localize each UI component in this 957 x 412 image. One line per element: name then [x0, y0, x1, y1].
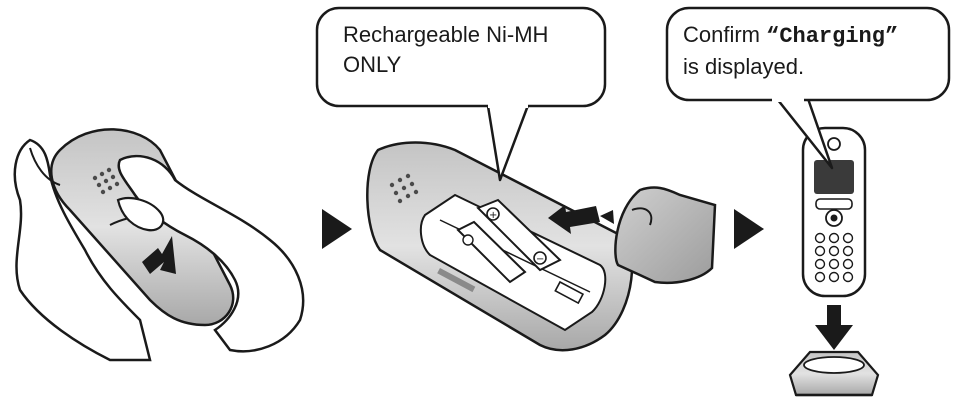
charging-status-text: Charging — [779, 24, 885, 49]
svg-text:+: + — [489, 210, 497, 221]
battery-cover — [614, 186, 717, 285]
callout-confirm-line2: is displayed. — [683, 54, 805, 79]
step-1-remove-cover — [13, 128, 305, 362]
play-arrow-icon — [322, 209, 352, 249]
play-arrow-icon-2 — [734, 209, 764, 249]
callout-confirm-line1: Confirm “Charging” — [683, 20, 898, 52]
keypad — [814, 232, 854, 283]
charger-base — [788, 350, 880, 397]
step-3-place-on-charger — [769, 89, 880, 397]
callout-bubble-confirm — [665, 6, 951, 102]
svg-text:−: − — [536, 254, 544, 265]
step-2-insert-batteries: + − — [366, 99, 717, 352]
confirm-prefix: Confirm — [683, 22, 767, 47]
open-quote: “ — [766, 24, 780, 49]
down-arrow-icon — [815, 305, 853, 350]
left-hand — [13, 138, 152, 362]
battery-icon: + − — [476, 198, 562, 272]
thumb — [116, 196, 165, 232]
handset-display — [814, 160, 854, 194]
callout-battery-text: Rechargeable Ni-MH ONLY — [343, 20, 548, 80]
callout-confirm-text: Confirm “Charging” is displayed. — [683, 20, 898, 82]
slide-arrow-icon-2 — [548, 205, 614, 234]
speaker-grill-icon — [92, 167, 120, 195]
speaker-grill-icon-2 — [389, 173, 419, 204]
callout-battery-line1: Rechargeable Ni-MH — [343, 22, 549, 47]
slide-arrow-icon — [142, 236, 176, 274]
battery-icon-2 — [456, 220, 527, 284]
close-quote: ” — [884, 24, 899, 49]
callout-battery-line2: ONLY — [343, 52, 402, 77]
callout-bubble-battery — [315, 6, 607, 108]
